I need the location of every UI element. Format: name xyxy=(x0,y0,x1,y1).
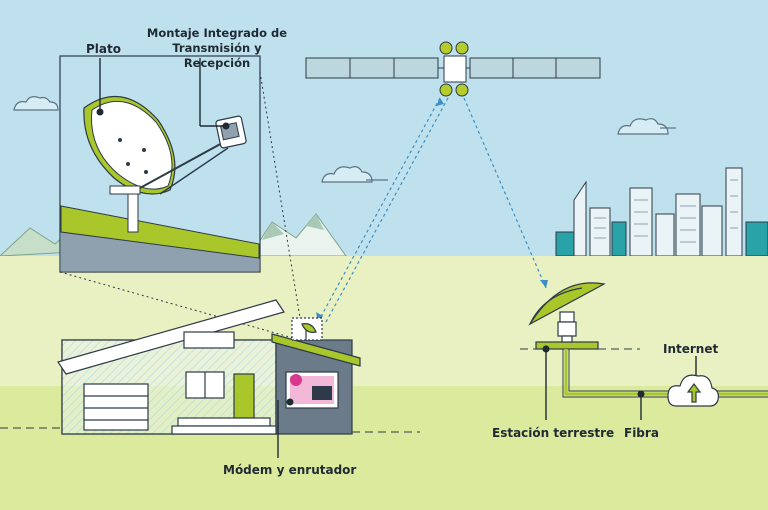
cloud-icon xyxy=(321,166,388,183)
transceiver-label-line1: Montaje Integrado de xyxy=(146,26,288,40)
transceiver-label: Montaje Integrado de Transmisión y Recep… xyxy=(142,26,292,71)
house xyxy=(57,299,361,435)
satellite-icon xyxy=(305,41,601,97)
transceiver-label-line2: Transmisión y Recepción xyxy=(172,41,262,70)
leader-lines xyxy=(99,58,697,458)
house-dish xyxy=(291,317,323,341)
fiber-label: Fibra xyxy=(624,426,659,440)
ground-station xyxy=(528,282,606,350)
internet-label: Internet xyxy=(663,342,719,356)
signal-beams xyxy=(317,97,547,323)
ground-station-label: Estación terrestre xyxy=(492,426,615,440)
internet-cloud-icon xyxy=(667,374,719,407)
cloud-icon xyxy=(13,96,59,111)
dish-label: Plato xyxy=(86,42,121,56)
dish-inset xyxy=(59,55,261,273)
modem-router-label: Módem y enrutador xyxy=(223,463,357,477)
cloud-icon xyxy=(617,118,676,135)
